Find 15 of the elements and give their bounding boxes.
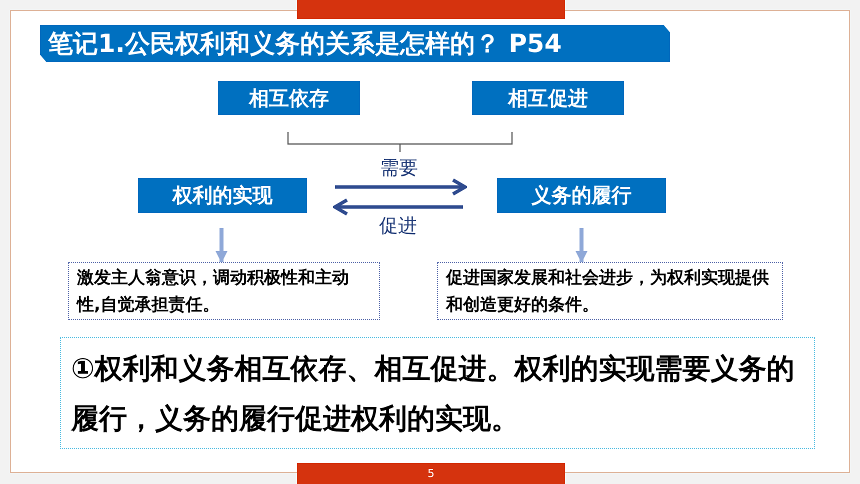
note-box: 促进国家发展和社会进步，为权利实现提供和创造更好的条件。 [437, 262, 783, 320]
label-box: 相互依存 [218, 81, 360, 115]
arrow [333, 198, 463, 216]
arrow [576, 228, 588, 263]
note-box: 激发主人翁意识，调动积极性和主动性,自觉承担责任。 [68, 262, 380, 320]
arrow [216, 228, 228, 263]
summary-box: ①权利和义务相互依存、相互促进。权利的实现需要义务的履行，义务的履行促进权利的实现。 [60, 337, 815, 449]
label-box: 相互促进 [472, 81, 624, 115]
concept-box: 义务的履行 [497, 178, 666, 213]
edge-label: 促进 [377, 215, 419, 237]
title-banner: 笔记1.公民权利和义务的关系是怎样的？ P54 [40, 25, 670, 62]
arrow [335, 178, 467, 196]
edge-label: 需要 [378, 157, 420, 179]
concept-box: 权利的实现 [138, 178, 307, 213]
page-number: 5 [428, 467, 434, 480]
